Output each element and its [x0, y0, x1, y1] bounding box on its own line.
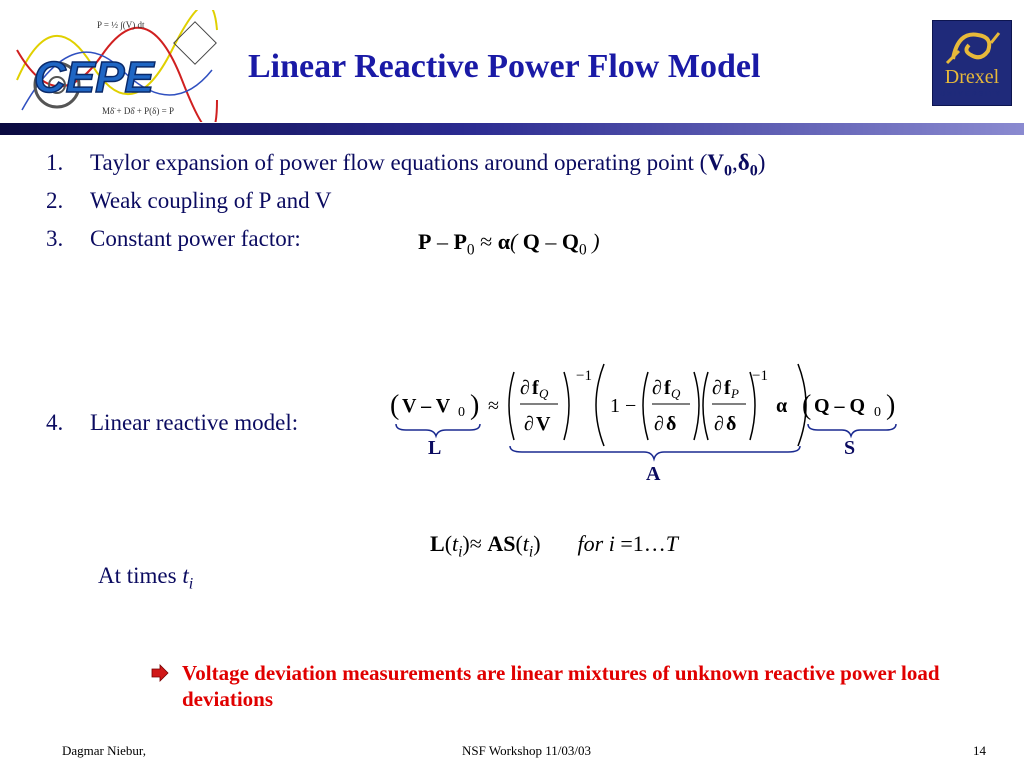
svg-text:∂: ∂	[714, 413, 724, 435]
drexel-logo: Drexel	[932, 20, 1012, 106]
list-item-3: 3.Constant power factor:	[46, 226, 301, 251]
svg-text:Q: Q	[539, 386, 549, 401]
svg-text:Mδ̈ + Dδ̇ + P(δ) = P: Mδ̈ + Dδ̇ + P(δ) = P	[102, 106, 174, 116]
svg-text:α: α	[776, 395, 787, 417]
constant-power-factor-equation: P – P0 ≈ α( Q – Q0 )	[418, 229, 600, 259]
svg-text:∂: ∂	[524, 413, 534, 435]
svg-text:f: f	[724, 377, 731, 399]
footer-event: NSF Workshop 11/03/03	[462, 743, 591, 758]
svg-text:∂: ∂	[652, 377, 662, 399]
list-item-1: 1. Taylor expansion of power flow equatio…	[46, 150, 766, 180]
svg-text:): )	[470, 390, 479, 421]
svg-text:L: L	[428, 437, 441, 459]
slide-number: 14	[973, 743, 986, 758]
svg-text:(: (	[390, 390, 399, 421]
list-text: Constant power factor:	[90, 226, 301, 251]
svg-text:V – V: V – V	[402, 395, 451, 417]
cepe-logo: CEPE P = ½ ∫(V) dt Mδ̈ + Dδ̇ + P(δ) = P	[12, 3, 222, 132]
svg-text:(: (	[802, 390, 811, 421]
svg-text:A: A	[646, 463, 661, 485]
svg-text:P = ½ ∫(V) dt: P = ½ ∫(V) dt	[97, 20, 145, 31]
header-divider-bar	[0, 122, 1024, 135]
svg-text:f: f	[532, 377, 539, 399]
svg-text:P: P	[730, 386, 739, 401]
svg-text:δ: δ	[726, 413, 736, 435]
svg-text:Q: Q	[671, 386, 681, 401]
list-text: Taylor expansion of power flow equations…	[90, 150, 708, 175]
symbol-delta0: δ0	[737, 150, 758, 180]
conclusion-note: Voltage deviation measurements are linea…	[182, 661, 940, 711]
list-text: Weak coupling of P and V	[90, 188, 332, 213]
list-number: 1.	[46, 150, 64, 175]
svg-text:S: S	[844, 437, 855, 459]
svg-text:−1: −1	[576, 368, 592, 384]
svg-text:): )	[886, 390, 895, 421]
svg-text:1 −: 1 −	[610, 395, 636, 417]
svg-text:δ: δ	[666, 413, 676, 435]
svg-text:f: f	[664, 377, 671, 399]
symbol-v0: V0	[707, 150, 732, 180]
footer-author: Dagmar Niebur,	[62, 743, 146, 758]
svg-text:≈: ≈	[488, 395, 499, 417]
svg-text:V: V	[536, 413, 551, 435]
svg-text:∂: ∂	[520, 377, 530, 399]
list-item-2: 2.Weak coupling of P and V	[46, 188, 332, 213]
svg-text:∂: ∂	[712, 377, 722, 399]
time-equation: L(ti)≈ AS(ti) for i =1…T	[430, 531, 678, 561]
cepe-logo-text: CEPE	[34, 53, 155, 102]
drexel-logo-text: Drexel	[945, 66, 1000, 88]
page-title: Linear Reactive Power Flow Model	[248, 48, 761, 85]
list-text: Linear reactive model:	[90, 410, 299, 435]
arrow-bullet-icon	[150, 664, 170, 687]
svg-text:0: 0	[458, 405, 465, 420]
at-times-label: At times ti	[98, 563, 194, 593]
svg-text:−1: −1	[752, 368, 768, 384]
svg-text:∂: ∂	[654, 413, 664, 435]
list-item-4: 4.Linear reactive model:	[46, 410, 299, 435]
svg-text:Q – Q: Q – Q	[814, 395, 865, 417]
svg-text:0: 0	[874, 405, 881, 420]
drexel-university-label: UNIVERSITY	[939, 91, 1002, 98]
